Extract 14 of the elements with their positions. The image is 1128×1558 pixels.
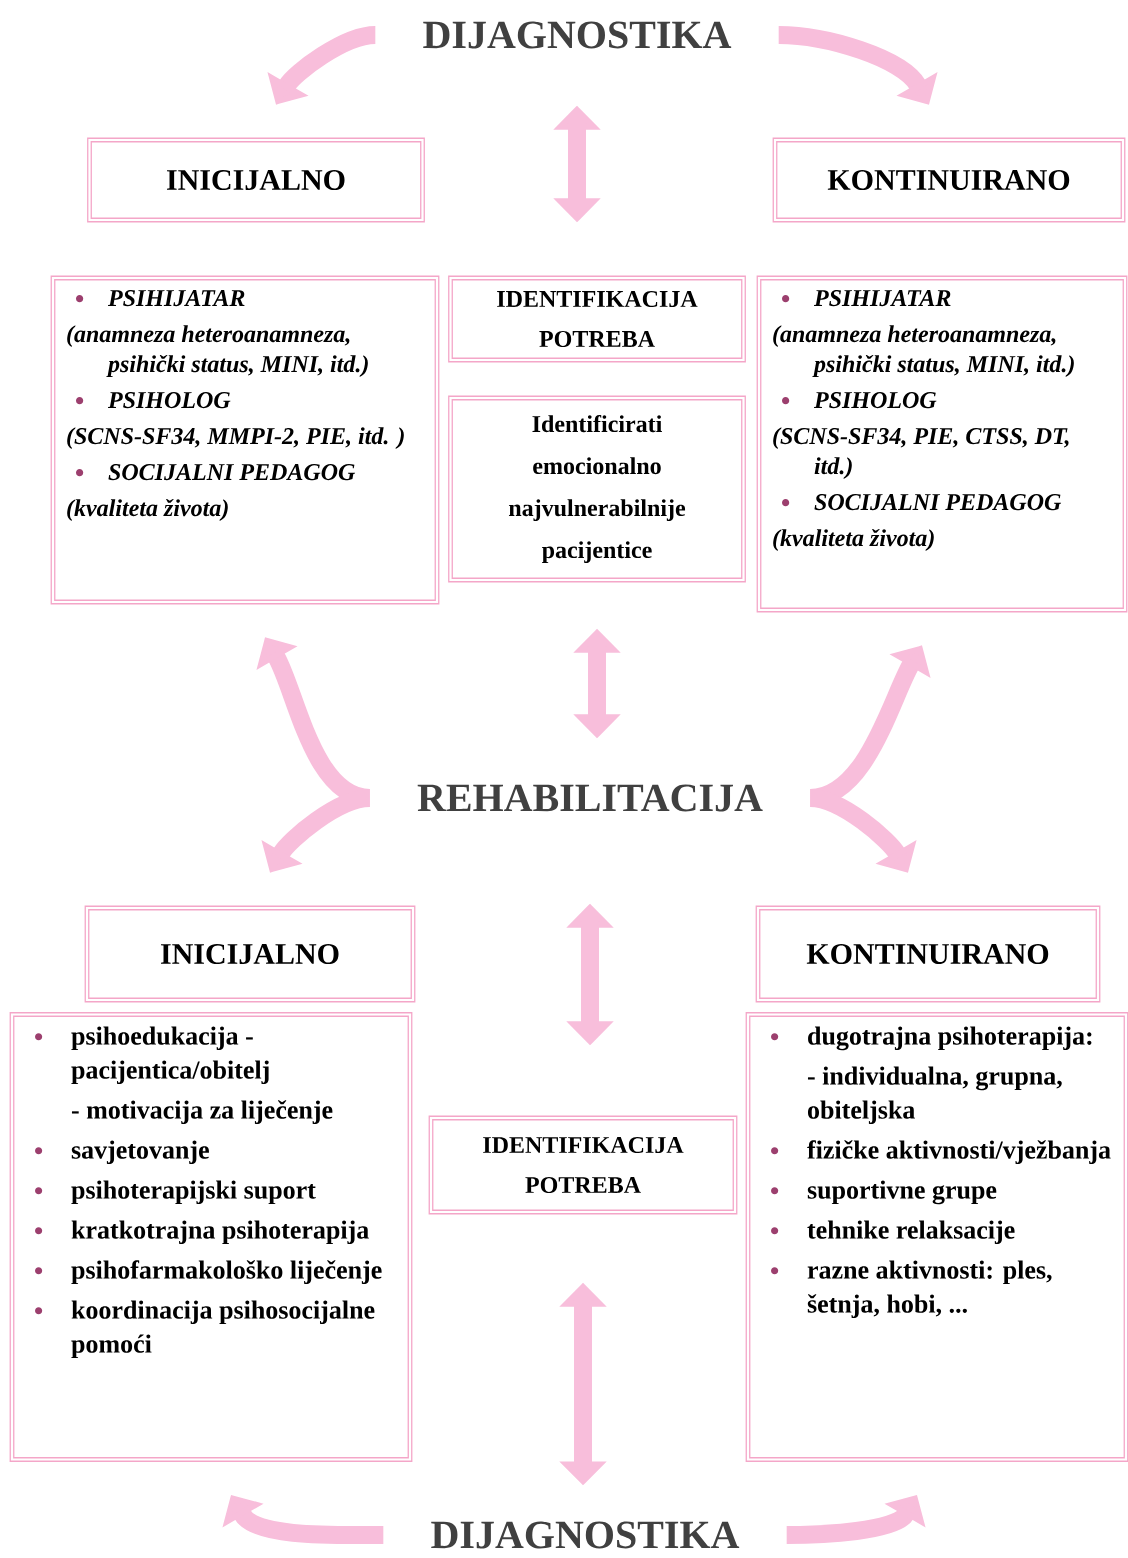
list-box: psihoedukacija - pacijentica/obitelj - motivacija za liječenje savjetovanje psihoterapijski suport kratkotrajna psihoterapija psihofarmakološko liječenje koordinacija psihosocijalne pomoći (9, 1012, 413, 1462)
heading: DIJAGNOSTIKA (423, 21, 732, 49)
text-box: Identificirati emocionalno najvulnerabilnije pacijentice (448, 395, 746, 583)
label-box: KONTINUIRANO (755, 905, 1101, 1003)
list-box: dugotrajna psihoterapija: - individualna, grupna, obiteljska fizičke aktivnosti/vježbanja suportivne grupe tehnike relaksacije razne aktivnosti: ples, šetnja, hobi, ... (745, 1012, 1128, 1462)
label-box: KONTINUIRANO (772, 137, 1126, 223)
label-box: IDENTIFIKACIJA POTREBA (448, 275, 746, 363)
heading: REHABILITACIJA (417, 784, 763, 812)
label-box: IDENTIFIKACIJA POTREBA (428, 1115, 738, 1215)
heading: DIJAGNOSTIKA (431, 1521, 740, 1549)
list-box: PSIHIJATAR (anamneza heteroanamneza, psihički status, MINI, itd.) PSIHOLOG (SCNS-SF34, PIE, CTSS, DT, itd.) SOCIJALNI PEDAGOG (kvaliteta života) (756, 275, 1128, 613)
list-box: PSIHIJATAR (anamneza heteroanamneza, psihički status, MINI, itd.) PSIHOLOG (SCNS-SF34, MMPI-2, PIE, itd. ) SOCIJALNI PEDAGOG (kvaliteta života) (50, 275, 440, 605)
label-box: INICIJALNO (87, 137, 425, 223)
label-box: INICIJALNO (84, 905, 416, 1003)
